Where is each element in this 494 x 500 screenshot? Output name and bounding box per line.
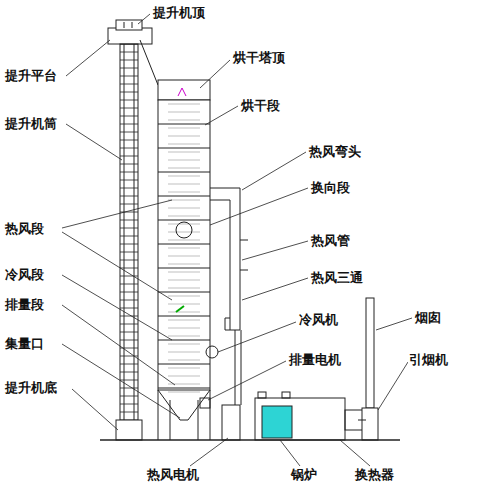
part-label: 排量段 [4,297,45,312]
part-label: 烟囱 [414,310,442,325]
part-label: 热风电机 [146,467,200,482]
part-label: 烘干塔顶 [232,50,286,65]
part-label: 烘干段 [240,98,281,113]
part-label: 提升机顶 [152,5,206,20]
part-label: 锅炉 [290,467,318,482]
part-label: 引烟机 [408,352,449,367]
part-label: 换热器 [354,467,395,482]
part-label: 提升机筒 [4,116,58,131]
part-label: 排量电机 [288,352,342,367]
part-label: 热风弯头 [308,144,362,159]
part-label: 热风管 [310,233,351,248]
part-label: 集量口 [4,336,45,351]
part-label: 换向段 [310,180,351,195]
part-label: 提升机底 [4,380,58,395]
part-label: 冷风段 [4,267,45,282]
part-label: 热风三通 [310,270,364,285]
part-label: 热风段 [4,221,45,236]
part-label: 提升平台 [4,68,58,83]
part-label: 冷风机 [298,312,339,327]
